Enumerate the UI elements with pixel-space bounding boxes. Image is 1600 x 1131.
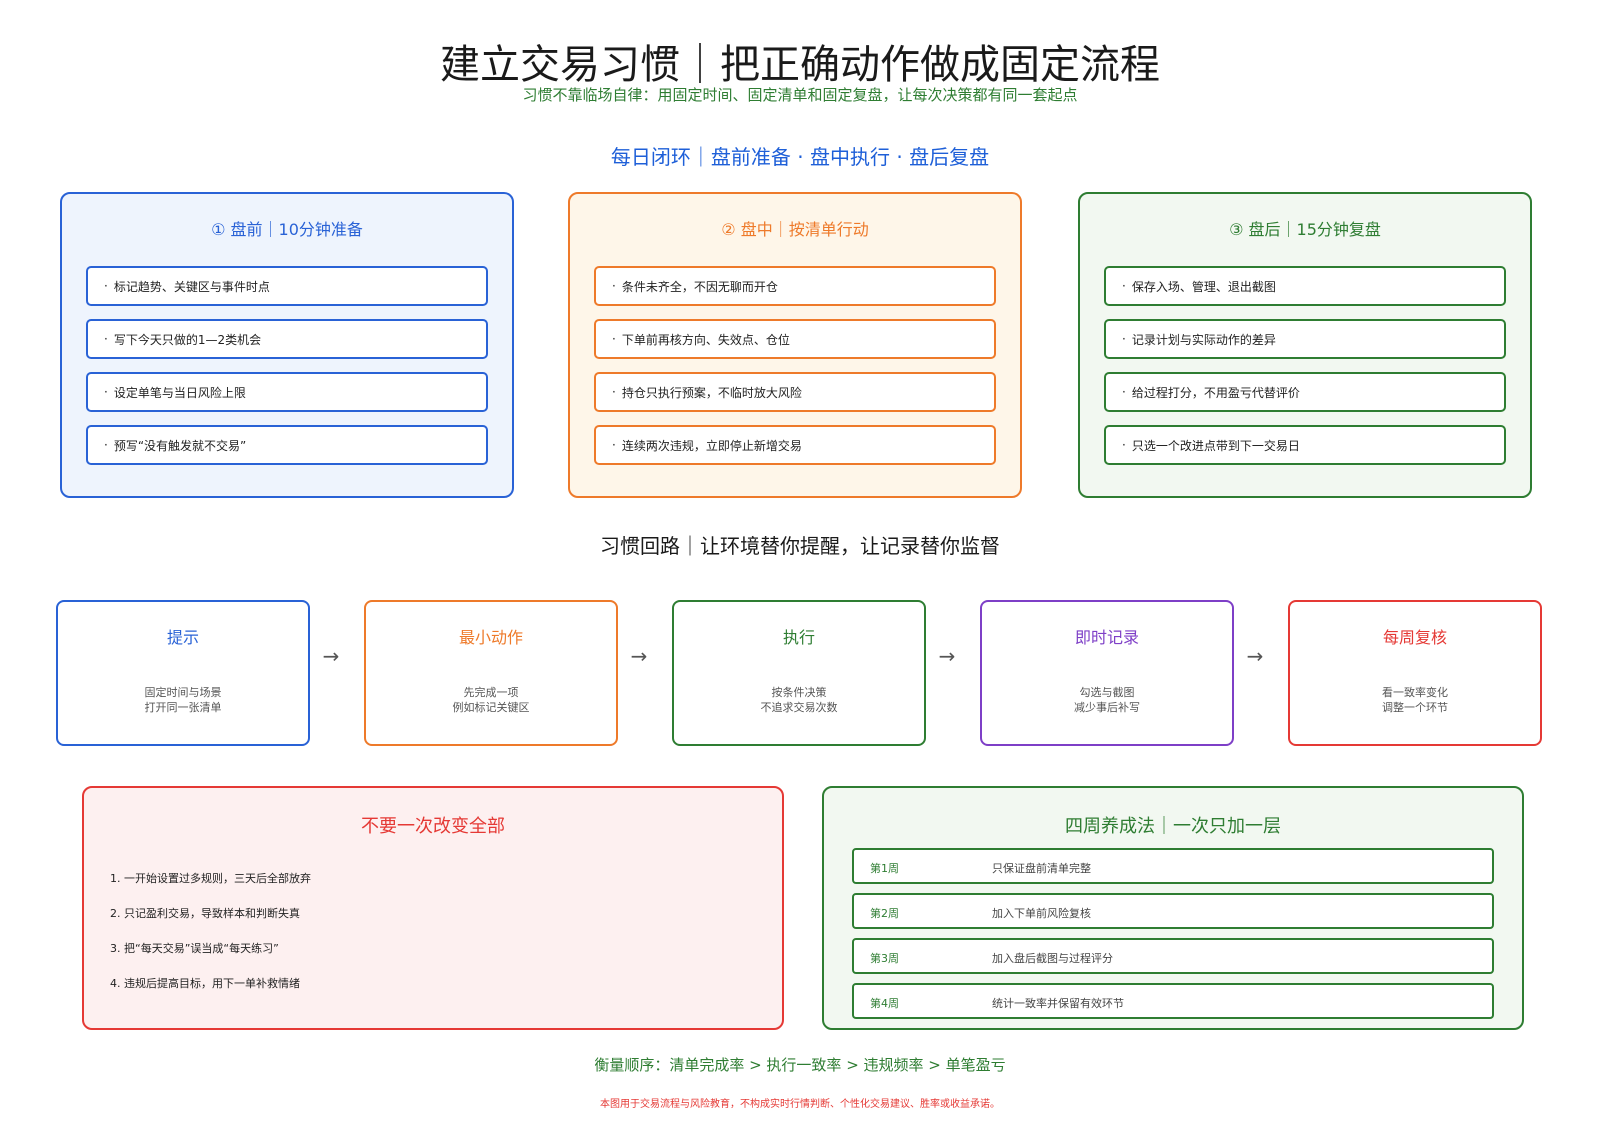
disclaimer: 本图用于交易流程与风险教育，不构成实时行情判断、个性化交易建议、胜率或收益承诺。 — [600, 1099, 1000, 1110]
postmarket-panel: ③ 盘后｜15分钟复盘 ·保存入场、管理、退出截图 ·记录计划与实际动作的差异 … — [1078, 192, 1532, 498]
week-desc: 统计一致率并保留有效环节 — [992, 997, 1124, 1010]
postmarket-item-text: 记录计划与实际动作的差异 — [1131, 332, 1276, 347]
arrow-right-icon: → — [1246, 644, 1264, 668]
warnings-panel-title: 不要一次改变全部 — [361, 816, 505, 837]
premarket-item-text: 预写“没有触发就不交易” — [113, 438, 247, 453]
page-subtitle: 习惯不靠临场自律：用固定时间、固定清单和固定复盘，让每次决策都有同一套起点 — [522, 86, 1078, 104]
four-weeks-panel-title: 四周养成法｜一次只加一层 — [1065, 816, 1281, 837]
loop-step-record: 即时记录 勾选与截图 减少事后补写 — [980, 600, 1234, 746]
loop-step-desc: 减少事后补写 — [1074, 701, 1140, 714]
week-label: 第3周 — [870, 952, 899, 965]
week-row: 第4周 统计一致率并保留有效环节 — [852, 983, 1494, 1019]
postmarket-item: · 记录计划与实际动作的差异 — [1104, 319, 1506, 359]
premarket-item-text: 写下今天只做的1—2类机会 — [113, 332, 262, 347]
week-desc: 加入下单前风险复核 — [992, 907, 1091, 920]
intraday-item-text: 持仓只执行预案，不临时放大风险 — [621, 385, 802, 400]
loop-step-title: 每周复核 — [1382, 628, 1447, 647]
loop-step-desc: 例如标记关键区 — [452, 701, 530, 714]
week-desc: 只保证盘前清单完整 — [992, 862, 1091, 875]
intraday-item: · 条件未齐全，不因无聊而开仓 — [594, 266, 996, 306]
loop-step-desc: 看一致率变化 — [1382, 686, 1448, 699]
arrow-right-icon: → — [322, 644, 340, 668]
premarket-item: · 标记趋势、关键区与事件时点 — [86, 266, 488, 306]
bullet-icon: · — [1122, 332, 1126, 346]
postmarket-panel-title: ③ 盘后｜15分钟复盘 — [1229, 220, 1381, 239]
loop-step-title: 最小动作 — [458, 628, 523, 647]
warning-item: 3. 把“每天交易”误当成“每天练习” — [110, 942, 279, 955]
intraday-item-text: 连续两次违规，立即停止新增交易 — [621, 438, 802, 453]
postmarket-item: · 保存入场、管理、退出截图 — [1104, 266, 1506, 306]
premarket-item: · 写下今天只做的1—2类机会 — [86, 319, 488, 359]
warning-item: 4. 违规后提高目标，用下一单补救情绪 — [110, 977, 300, 990]
habit-loop-title: 习惯回路｜让环境替你提醒，让记录替你监督 — [600, 534, 1000, 558]
loop-step-desc: 先完成一项 — [463, 686, 519, 699]
bullet-icon: · — [612, 385, 616, 399]
week-row: 第3周 加入盘后截图与过程评分 — [852, 938, 1494, 974]
premarket-item-text: 设定单笔与当日风险上限 — [113, 385, 246, 400]
week-label: 第4周 — [870, 997, 899, 1010]
intraday-item: · 连续两次违规，立即停止新增交易 — [594, 425, 996, 465]
postmarket-item-text: 给过程打分，不用盈亏代替评价 — [1131, 385, 1300, 400]
warning-item: 1. 一开始设置过多规则，三天后全部放弃 — [110, 872, 311, 885]
postmarket-item-text: 保存入场、管理、退出截图 — [1131, 279, 1276, 294]
loop-step-desc: 勾选与截图 — [1079, 686, 1135, 699]
intraday-item-text: 下单前再核方向、失效点、仓位 — [621, 332, 790, 347]
bullet-icon: · — [1122, 438, 1126, 452]
page-title: 建立交易习惯｜把正确动作做成固定流程 — [440, 42, 1160, 88]
premarket-panel-title: ① 盘前｜10分钟准备 — [211, 220, 363, 239]
measure-order: 衡量顺序：清单完成率 > 执行一致率 > 违规频率 > 单笔盈亏 — [594, 1056, 1006, 1074]
bullet-icon: · — [612, 438, 616, 452]
postmarket-item-text: 只选一个改进点带到下一交易日 — [1131, 438, 1300, 453]
loop-step-cue: 提示 固定时间与场景 打开同一张清单 — [56, 600, 310, 746]
intraday-item: · 持仓只执行预案，不临时放大风险 — [594, 372, 996, 412]
intraday-panel-title: ② 盘中｜按清单行动 — [721, 220, 869, 239]
bullet-icon: · — [104, 385, 108, 399]
bullet-icon: · — [1122, 385, 1126, 399]
postmarket-item: · 只选一个改进点带到下一交易日 — [1104, 425, 1506, 465]
week-row: 第2周 加入下单前风险复核 — [852, 893, 1494, 929]
arrow-right-icon: → — [938, 644, 956, 668]
premarket-item: · 预写“没有触发就不交易” — [86, 425, 488, 465]
loop-step-execute: 执行 按条件决策 不追求交易次数 — [672, 600, 926, 746]
four-weeks-panel: 四周养成法｜一次只加一层 第1周 只保证盘前清单完整 第2周 加入下单前风险复核… — [822, 786, 1524, 1030]
bullet-icon: · — [104, 332, 108, 346]
loop-step-desc: 打开同一张清单 — [144, 701, 222, 714]
bullet-icon: · — [1122, 279, 1126, 293]
bullet-icon: · — [612, 332, 616, 346]
loop-step-desc: 调整一个环节 — [1382, 701, 1448, 714]
premarket-item-text: 标记趋势、关键区与事件时点 — [113, 279, 270, 294]
loop-step-desc: 不追求交易次数 — [760, 701, 838, 714]
premarket-item: · 设定单笔与当日风险上限 — [86, 372, 488, 412]
premarket-panel: ① 盘前｜10分钟准备 · 标记趋势、关键区与事件时点 · 写下今天只做的1—2类机… — [60, 192, 514, 498]
intraday-item: · 下单前再核方向、失效点、仓位 — [594, 319, 996, 359]
week-desc: 加入盘后截图与过程评分 — [992, 952, 1113, 965]
postmarket-item: · 给过程打分，不用盈亏代替评价 — [1104, 372, 1506, 412]
intraday-item-text: 条件未齐全，不因无聊而开仓 — [621, 279, 778, 294]
week-label: 第2周 — [870, 907, 899, 920]
intraday-panel: ② 盘中｜按清单行动 · 条件未齐全，不因无聊而开仓 · 下单前再核方向、失效点、仓… — [568, 192, 1022, 498]
loop-step-title: 即时记录 — [1074, 628, 1139, 647]
warning-item: 2. 只记盈利交易，导致样本和判断失真 — [110, 907, 300, 920]
bullet-icon: · — [104, 279, 108, 293]
loop-step-weekly-review: 每周复核 看一致率变化 调整一个环节 — [1288, 600, 1542, 746]
week-row: 第1周 只保证盘前清单完整 — [852, 848, 1494, 884]
arrow-right-icon: → — [630, 644, 648, 668]
bullet-icon: · — [612, 279, 616, 293]
warnings-panel: 不要一次改变全部 1. 一开始设置过多规则，三天后全部放弃 2. 只记盈利交易，… — [82, 786, 784, 1030]
daily-loop-title: 每日闭环｜盘前准备 · 盘中执行 · 盘后复盘 — [610, 145, 990, 169]
loop-step-title: 执行 — [782, 628, 815, 647]
loop-step-min-action: 最小动作 先完成一项 例如标记关键区 — [364, 600, 618, 746]
bullet-icon: · — [104, 438, 108, 452]
loop-step-desc: 固定时间与场景 — [144, 686, 222, 699]
week-label: 第1周 — [870, 862, 899, 875]
loop-step-desc: 按条件决策 — [771, 686, 827, 699]
loop-step-title: 提示 — [166, 628, 199, 647]
